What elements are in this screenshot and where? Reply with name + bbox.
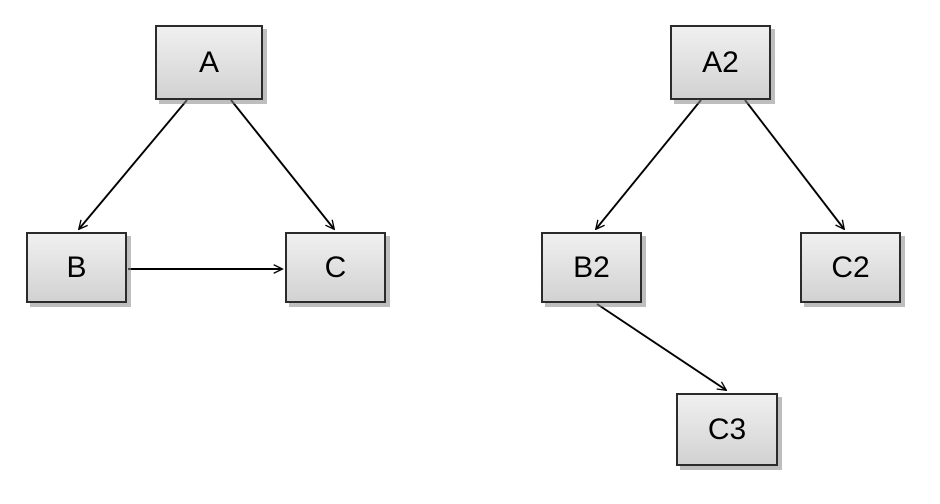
node-label-b: B [66, 250, 87, 284]
edge-a-to-b [79, 99, 188, 229]
node-label-c: C [324, 250, 347, 284]
node-label-b2: B2 [573, 250, 610, 284]
edge-a-to-c [230, 99, 334, 229]
node-label-a2: A2 [702, 45, 739, 79]
node-a2[interactable]: A2 [670, 25, 771, 100]
node-label-a: A [198, 45, 219, 79]
node-c2[interactable]: C2 [800, 232, 901, 303]
edge-a2-to-c2 [744, 99, 844, 229]
node-a[interactable]: A [155, 25, 263, 100]
edge-a2-to-b2 [596, 99, 702, 229]
node-b[interactable]: B [26, 232, 127, 303]
node-c[interactable]: C [285, 232, 386, 303]
node-label-c2: C2 [831, 250, 870, 284]
node-label-c3: C3 [707, 412, 747, 446]
node-c3[interactable]: C3 [676, 393, 778, 466]
node-b2[interactable]: B2 [541, 232, 642, 303]
edge-b2-to-c3 [596, 303, 726, 390]
